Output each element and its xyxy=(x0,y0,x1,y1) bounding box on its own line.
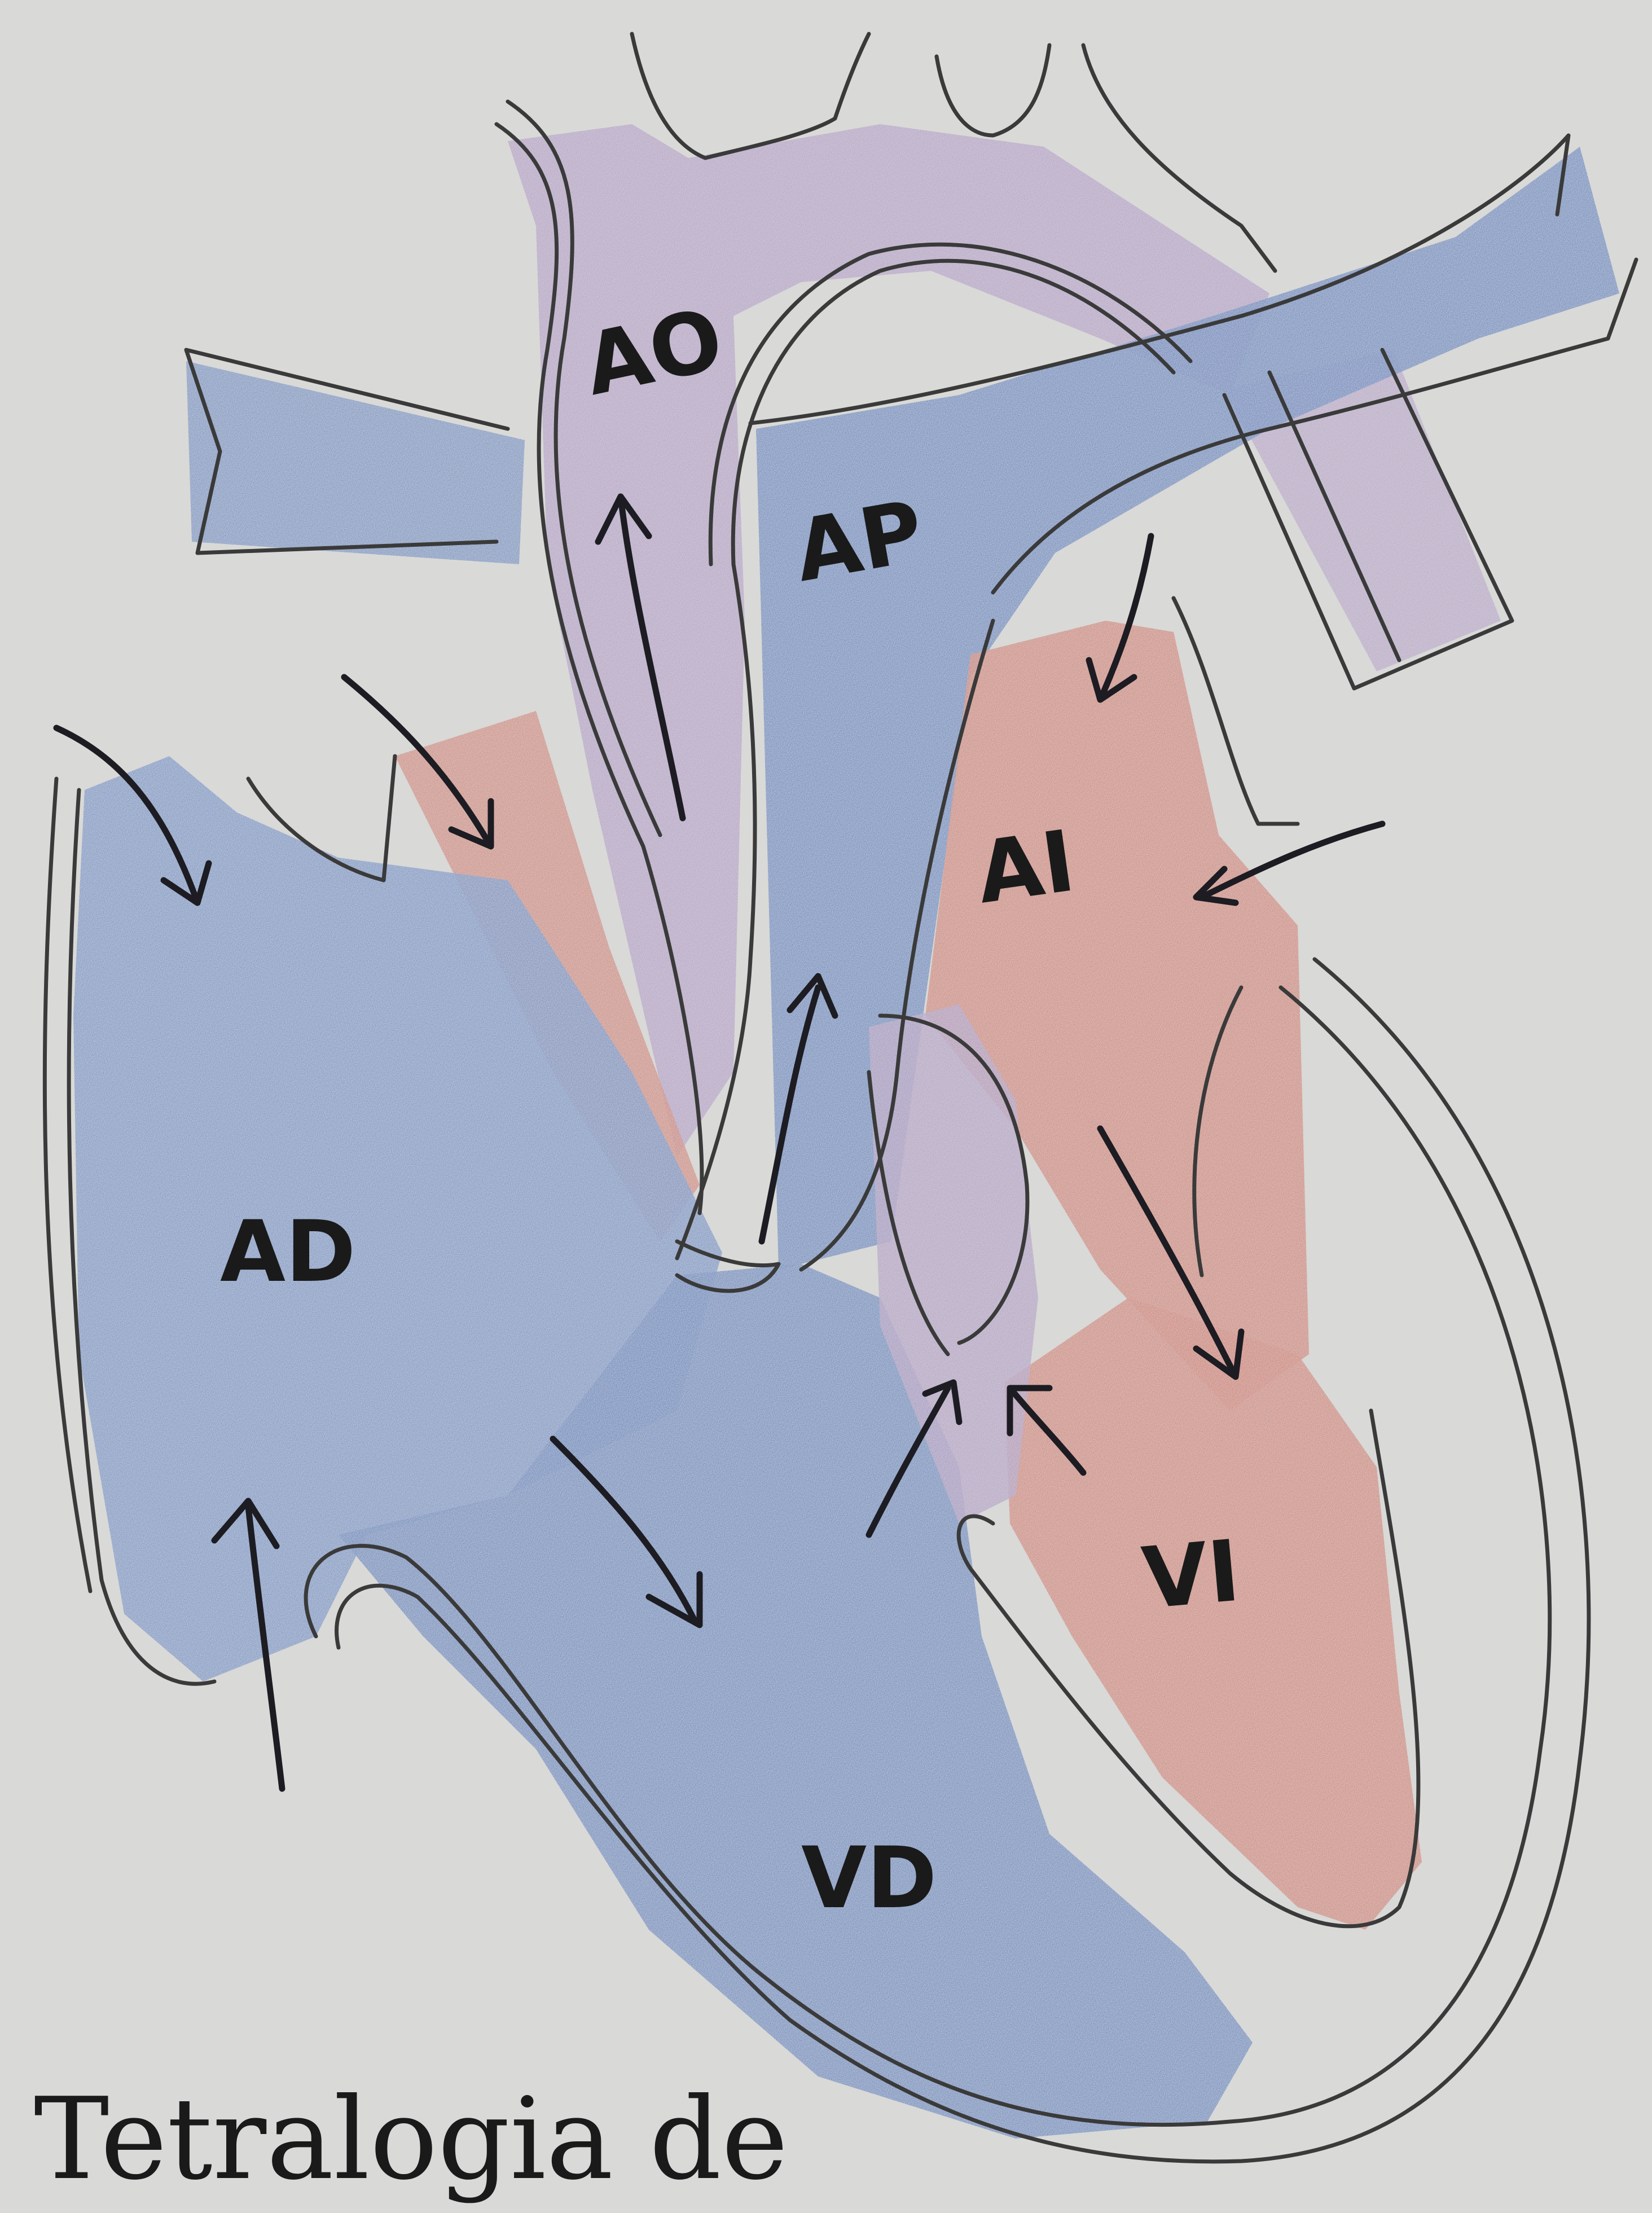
label-right-ventricle: VD xyxy=(801,1829,937,1927)
label-left-atrium: AI xyxy=(971,812,1080,923)
caption: Tetralogia de xyxy=(34,2074,788,2205)
label-right-atrium: AD xyxy=(220,1203,356,1301)
label-left-ventricle: VI xyxy=(1139,1522,1244,1628)
